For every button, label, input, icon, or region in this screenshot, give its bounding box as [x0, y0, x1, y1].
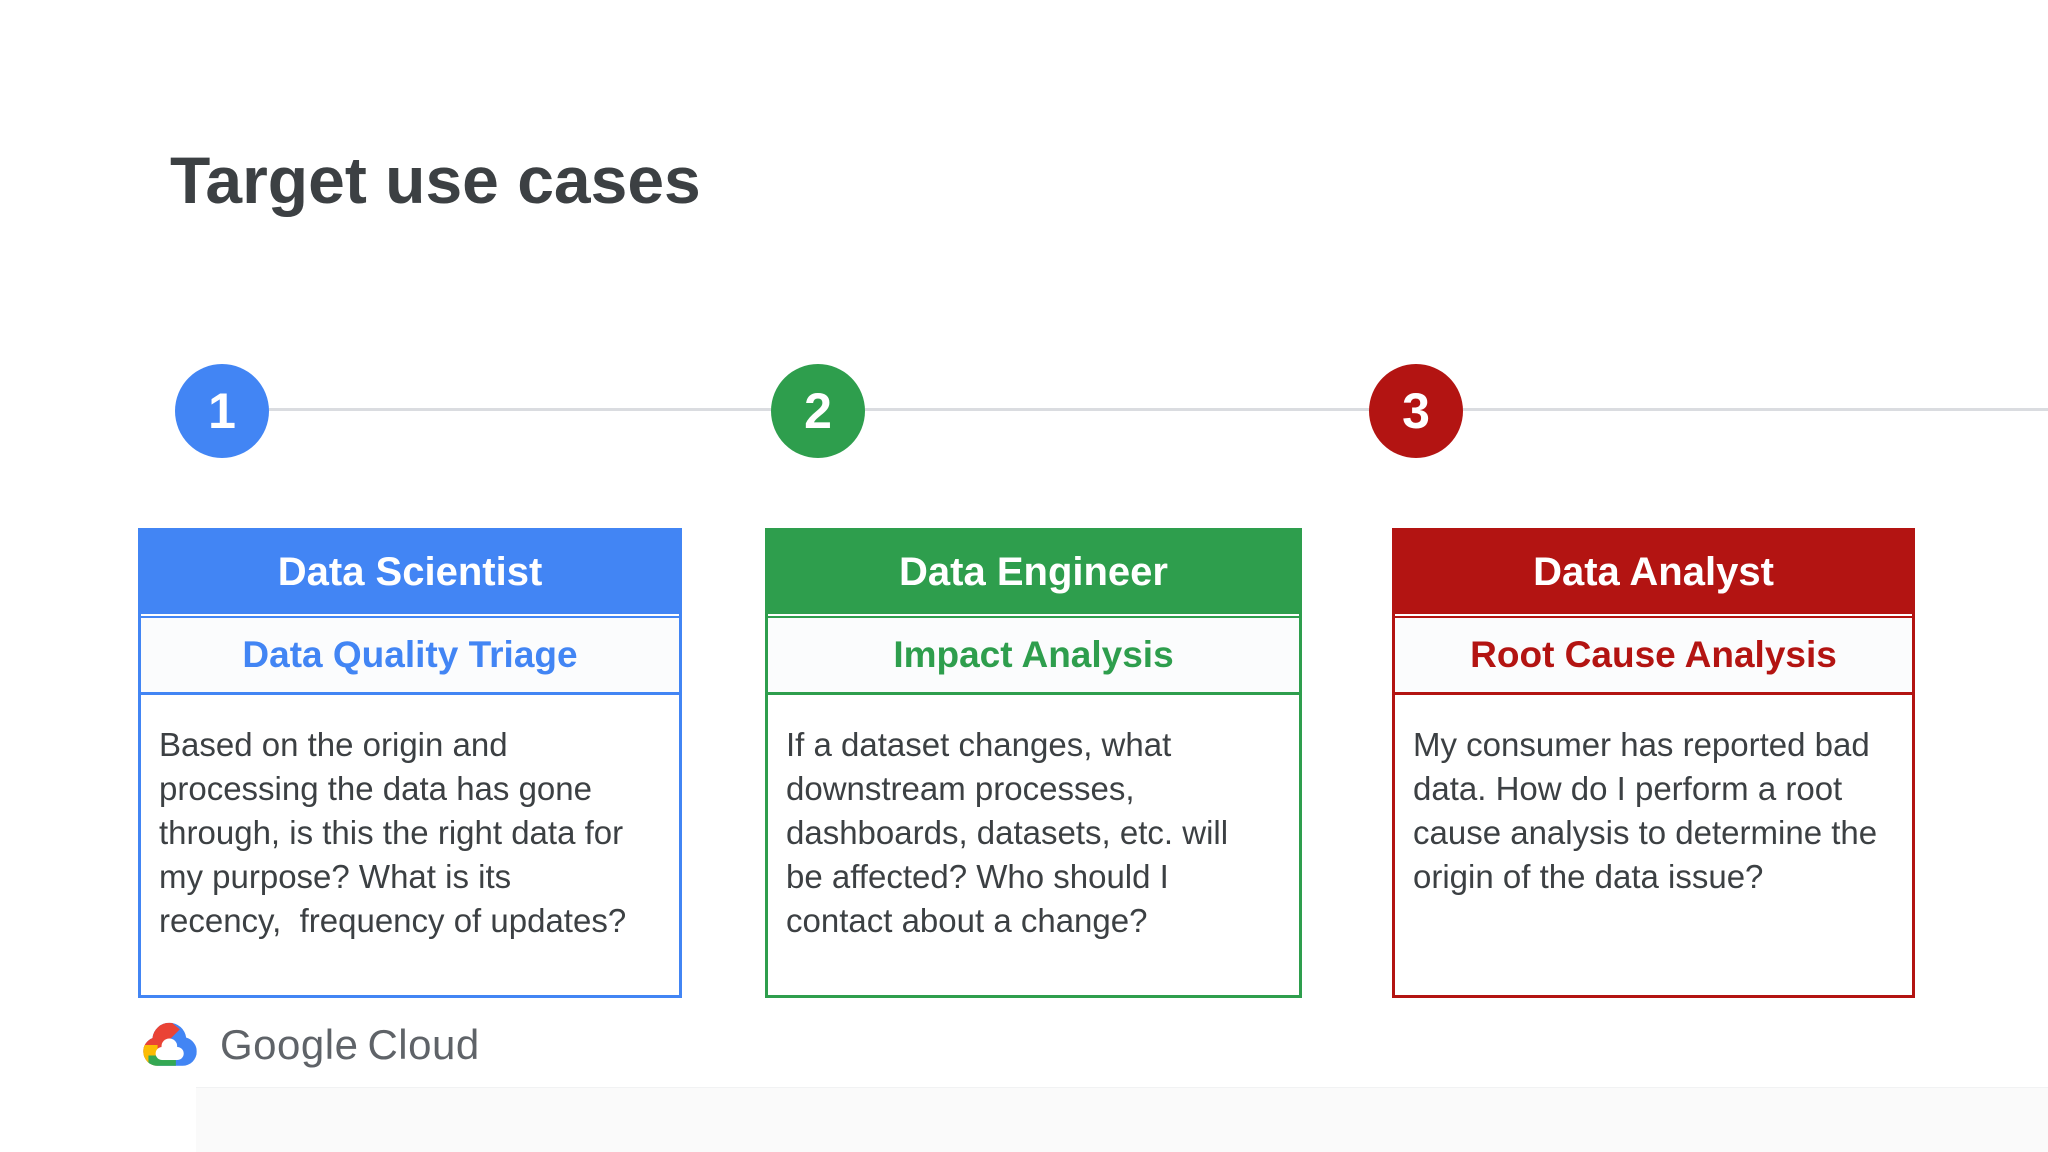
step-circle-3: 3 [1369, 364, 1463, 458]
card-description: My consumer has reported bad data. How d… [1413, 726, 1878, 895]
step-connector-line [222, 408, 2048, 411]
card-description: Based on the origin and processing the d… [159, 726, 627, 939]
card-data-scientist: Data Scientist Data Quality Triage Based… [138, 528, 682, 998]
logo-google-text: Google [220, 1021, 359, 1068]
step-circle-2: 2 [771, 364, 865, 458]
card-role-header: Data Analyst [1395, 531, 1912, 614]
card-use-case: Root Cause Analysis [1395, 616, 1912, 695]
step-number-2: 2 [804, 383, 832, 439]
bottom-gray-band [196, 1087, 2048, 1152]
step-number-1: 1 [208, 383, 236, 439]
card-data-analyst: Data Analyst Root Cause Analysis My cons… [1392, 528, 1915, 998]
card-role-header: Data Engineer [768, 531, 1299, 614]
slide-title: Target use cases [170, 143, 701, 218]
card-data-engineer: Data Engineer Impact Analysis If a datas… [765, 528, 1302, 998]
logo-cloud-text: Cloud [367, 1021, 480, 1068]
google-cloud-icon [143, 1022, 197, 1066]
card-role-header: Data Scientist [141, 531, 679, 614]
step-circle-1: 1 [175, 364, 269, 458]
card-use-case: Impact Analysis [768, 616, 1299, 695]
step-number-3: 3 [1402, 383, 1430, 439]
card-use-case: Data Quality Triage [141, 616, 679, 695]
card-description: If a dataset changes, what downstream pr… [786, 726, 1229, 939]
